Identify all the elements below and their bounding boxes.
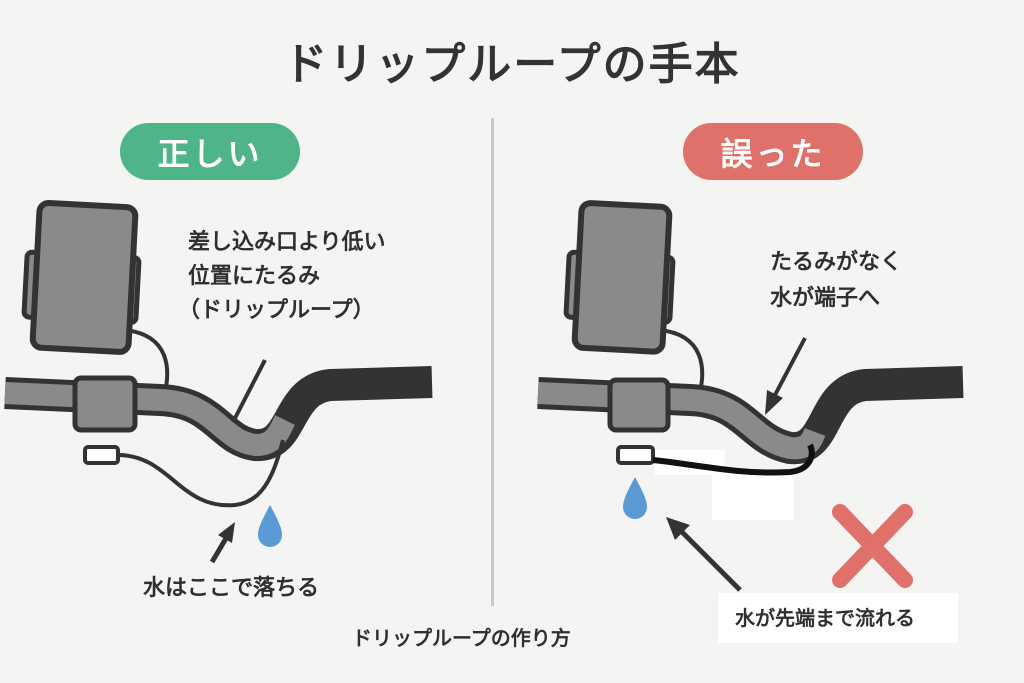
label-line: たるみがなく xyxy=(770,250,903,275)
water-drop-icon xyxy=(258,505,282,547)
correct-badge: 正しい xyxy=(120,123,300,180)
correct-explanation: 差し込み口より低い 位置にたるみ （ドリップループ） xyxy=(178,230,386,322)
phone-holder-icon xyxy=(21,199,142,355)
bar-clamp xyxy=(607,377,671,433)
arrow-icon xyxy=(765,337,807,415)
leader-line xyxy=(231,359,267,423)
usb-plug-icon xyxy=(83,445,120,465)
drip-loop-cable xyxy=(117,439,285,508)
label-line: 差し込み口より低い xyxy=(188,230,386,255)
charge-cable-top xyxy=(659,328,705,393)
arrow-icon xyxy=(209,522,235,564)
label-line: 位置にたるみ xyxy=(188,264,321,289)
label-line: （ドリップループ） xyxy=(178,298,375,323)
drop-label: 水はここで落ちる xyxy=(143,576,320,601)
usb-plug-icon xyxy=(616,445,655,465)
bar-clamp xyxy=(72,375,138,433)
water-drop-icon xyxy=(623,477,647,519)
divider xyxy=(491,118,494,606)
page-title: ドリップループの手本 xyxy=(283,39,741,90)
footer-caption: ドリップループの作り方 xyxy=(352,626,571,650)
wrong-illustration xyxy=(537,200,964,643)
flow-label: 水が先端まで流れる xyxy=(735,606,915,630)
label-line: 水が端子へ xyxy=(770,286,881,311)
taut-cable xyxy=(652,443,815,476)
wrong-explanation: たるみがなく 水が端子へ xyxy=(770,252,902,310)
arrow-icon xyxy=(666,517,742,592)
correct-illustration xyxy=(4,199,433,564)
x-mark-icon xyxy=(832,504,913,588)
wrong-badge: 誤った xyxy=(683,123,863,180)
phone-holder-icon xyxy=(563,200,676,355)
